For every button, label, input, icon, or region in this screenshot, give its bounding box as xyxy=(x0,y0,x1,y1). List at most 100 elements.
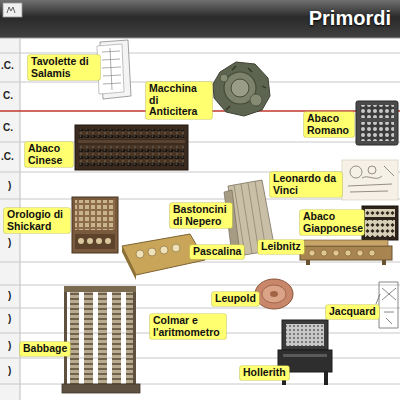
roman-abacus-part xyxy=(360,122,394,141)
antikythera-gear-part xyxy=(231,79,249,97)
hollerith-tabulator-part xyxy=(283,354,327,357)
leonardo-sketch-part-part xyxy=(348,166,394,192)
title-bar xyxy=(0,0,400,38)
babbage-engine-part xyxy=(84,292,93,384)
schickard-clock-part-part xyxy=(105,238,111,244)
timeline-label-box: Babbage xyxy=(20,342,70,356)
machine-name: Pascalina xyxy=(193,246,241,258)
babbage-engine-part xyxy=(98,292,107,384)
chinese-abacus-part xyxy=(78,140,185,143)
leibniz-machine-part-part xyxy=(369,250,375,256)
date-fragment: C. xyxy=(3,90,13,101)
babbage-engine-part xyxy=(64,286,136,292)
machine-name: Colmar e l'aritmometro xyxy=(153,315,223,338)
leibniz-machine xyxy=(300,240,392,265)
leupold-disc-part xyxy=(255,279,293,309)
jacquard-loom-part xyxy=(376,282,398,328)
babbage-engine xyxy=(62,286,140,393)
japanese-abacus-part xyxy=(362,206,398,240)
chinese-abacus-part xyxy=(75,125,188,170)
salamis-tablet-part-part xyxy=(102,67,121,68)
machine-name: Jacquard xyxy=(329,306,376,318)
roman-abacus-part xyxy=(360,105,394,118)
title-bar-part xyxy=(0,0,400,38)
timeline-label-box: Abaco Romano xyxy=(304,112,354,137)
babbage-engine-part xyxy=(126,292,135,384)
menu-icon xyxy=(3,3,22,17)
pascaline-part-part xyxy=(160,246,168,254)
schickard-clock-part-part xyxy=(96,238,102,244)
babbage-engine-part xyxy=(64,292,67,384)
leibniz-machine-part-part xyxy=(345,250,351,256)
antikythera-gear-part xyxy=(213,62,270,116)
salamis-tablet-part-part xyxy=(110,48,112,90)
napier-bones-part-part xyxy=(241,184,252,254)
leonardo-sketch-part xyxy=(342,160,398,200)
machine-name: Leibnitz xyxy=(261,241,301,253)
machine-name: Abaco Romano xyxy=(307,113,351,136)
timeline-label-box: Leibnitz xyxy=(258,240,304,254)
leonardo-sketch xyxy=(342,160,398,200)
timeline-label-box: Abaco Giapponese xyxy=(300,210,364,235)
machine-name: Hollerith xyxy=(243,367,286,379)
leibniz-machine-part-part xyxy=(309,250,315,256)
chinese-abacus-part xyxy=(79,145,184,166)
leibniz-machine-part-part xyxy=(333,250,339,256)
pascaline-part-part xyxy=(148,248,156,256)
japanese-abacus-part xyxy=(365,209,395,217)
date-fragment: ) xyxy=(8,290,11,301)
row-lines xyxy=(0,53,400,384)
babbage-engine-part xyxy=(112,292,121,384)
leupold-disc-part xyxy=(262,285,286,303)
machine-name: Abaco Cinese xyxy=(28,143,70,166)
babbage-engine-part xyxy=(133,292,136,384)
pascaline-part-part xyxy=(136,250,144,258)
machine-name: Tavolette di Salamis xyxy=(31,56,97,79)
machine-name: Leupold xyxy=(215,293,256,305)
date-fragment: ) xyxy=(8,237,11,248)
menu-icon-part xyxy=(7,7,15,13)
row-lines-part xyxy=(0,53,400,54)
row-lines-part xyxy=(0,262,400,263)
machine-name: Macchina di Anticitera xyxy=(149,83,209,118)
date-fragment: ) xyxy=(8,313,11,324)
title-bar-part xyxy=(0,38,400,39)
antikythera-gear-part xyxy=(226,66,266,110)
timeline-label-box: Bastoncini di Nepero xyxy=(170,203,232,228)
row-lines-part xyxy=(0,358,400,359)
schickard-clock-part xyxy=(75,234,115,249)
date-fragment: .C. xyxy=(1,151,14,162)
leibniz-machine-part xyxy=(309,250,375,256)
roman-abacus xyxy=(356,101,398,145)
leibniz-machine-part xyxy=(306,260,310,265)
roman-abacus-part xyxy=(356,101,398,145)
timeline-label-box: Abaco Cinese xyxy=(25,142,73,167)
machine-name: Leonardo da Vinci xyxy=(273,173,339,196)
antikythera-gear xyxy=(213,62,270,116)
timeline-label-box: Pascalina xyxy=(190,245,244,259)
schickard-clock xyxy=(72,197,118,253)
leibniz-machine-part-part xyxy=(321,250,327,256)
row-lines-part xyxy=(0,285,400,286)
chinese-abacus xyxy=(75,125,188,170)
antikythera-gear-part xyxy=(220,74,228,82)
timeline-label-box: Orologio di Shickard xyxy=(4,208,70,233)
jacquard-loom xyxy=(376,282,398,328)
hollerith-tabulator-part xyxy=(286,324,324,346)
timeline-label-box: Macchina di Anticitera xyxy=(146,82,212,119)
hollerith-tabulator-part xyxy=(324,372,328,385)
schickard-clock-part xyxy=(72,197,118,253)
machine-name: Orologio di Shickard xyxy=(7,209,67,232)
timeline-label-box: Leupold xyxy=(212,292,259,306)
date-fragment: C. xyxy=(3,122,13,133)
salamis-tablet-part-part xyxy=(102,51,120,52)
leibniz-machine-part xyxy=(304,240,388,246)
japanese-abacus-part xyxy=(365,220,395,237)
timeline-label-box: Jacquard xyxy=(326,305,379,319)
babbage-engine-part xyxy=(70,292,79,384)
machine-name: Abaco Giapponese xyxy=(303,211,361,234)
schickard-clock-part-part xyxy=(78,238,84,244)
timeline-label-box: Hollerith xyxy=(240,366,289,380)
